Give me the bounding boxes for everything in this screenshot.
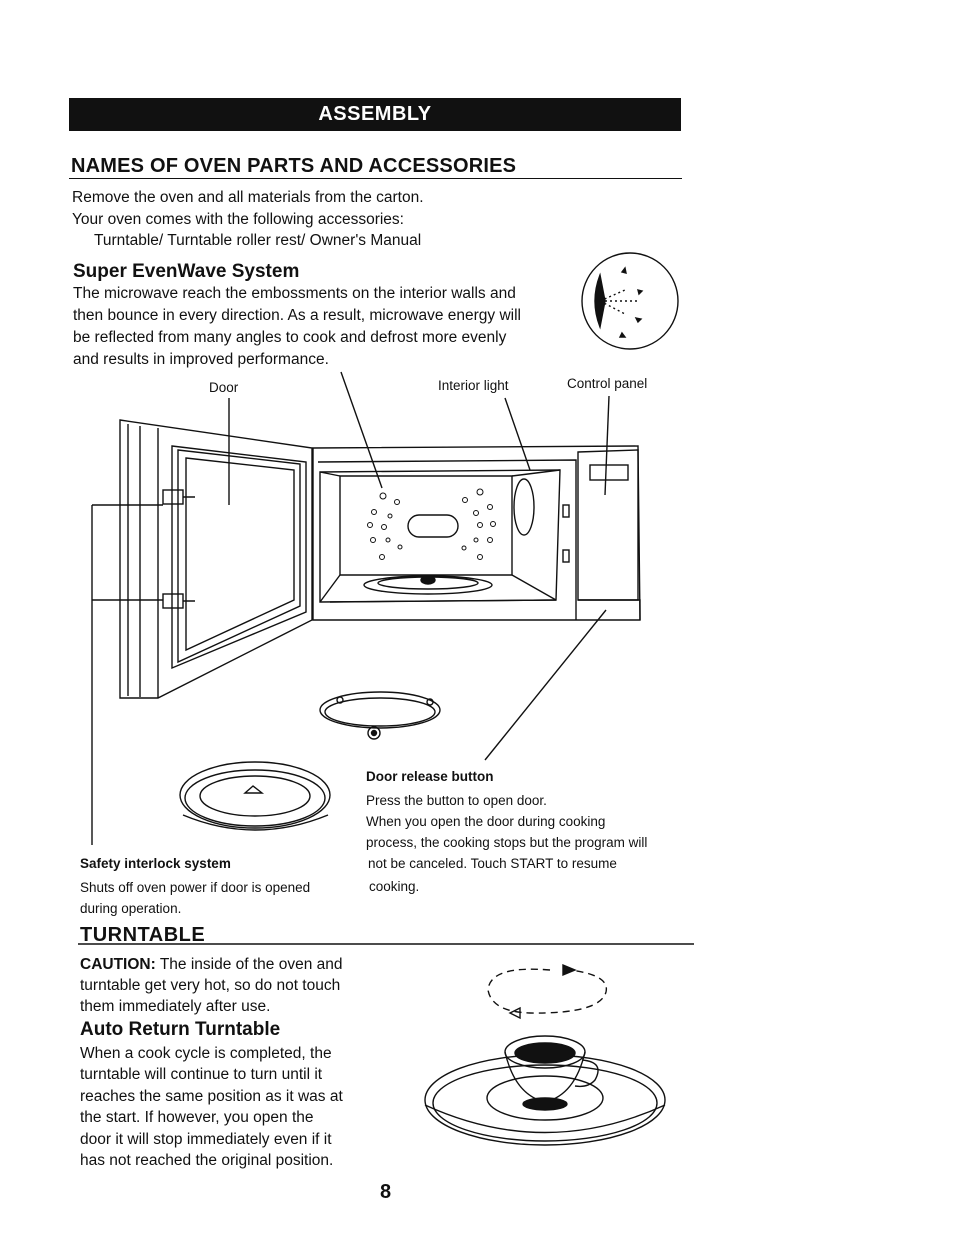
auto-return-line-2: turntable will continue to turn until it: [80, 1066, 323, 1083]
intro-line-1: Remove the oven and all materials from t…: [72, 189, 424, 206]
door-label: Door: [209, 380, 239, 395]
evenwave-icon: [581, 252, 679, 350]
safety-interlock-line-2: during operation.: [80, 901, 182, 916]
evenwave-line-3: be reflected from many angles to cook an…: [73, 329, 507, 346]
door-release-line-3: process, the cooking stops but the progr…: [366, 835, 648, 850]
oven-body: [312, 445, 641, 621]
roller-rest: [319, 691, 441, 740]
caution-line-1: CAUTION: The inside of the oven and: [80, 954, 343, 976]
caution-label: CAUTION:: [80, 956, 156, 973]
evenwave-title: Super EvenWave System: [73, 261, 300, 282]
page-number: 8: [380, 1181, 392, 1203]
evenwave-line-1: The microwave reach the embossments on t…: [73, 285, 516, 302]
auto-return-line-5: door it will stop immediately even if it: [80, 1131, 332, 1148]
door-release-line-2: When you open the door during cooking: [366, 814, 606, 829]
caution-first-text: The inside of the oven and: [159, 956, 343, 973]
auto-return-title: Auto Return Turntable: [80, 1019, 281, 1040]
auto-return-line-3: reaches the same position as it was at: [80, 1088, 343, 1105]
safety-interlock-title: Safety interlock system: [80, 856, 231, 871]
evenwave-line-2: then bounce in every direction. As a res…: [73, 307, 521, 324]
interior-light-label: Interior light: [438, 378, 509, 393]
auto-return-line-4: the start. If however, you open the: [80, 1109, 314, 1126]
oven-door: [119, 419, 313, 699]
door-release-line-4: not be canceled. Touch START to resume: [368, 856, 617, 871]
rotation-arrow-icon: [487, 963, 608, 1020]
safety-interlock-line-1: Shuts off oven power if door is opened: [80, 880, 311, 895]
auto-return-line-1: When a cook cycle is completed, the: [80, 1045, 332, 1062]
intro-line-2: Your oven comes with the following acces…: [72, 211, 404, 228]
section-banner: ASSEMBLY: [69, 98, 681, 131]
turntable-title: TURNTABLE: [80, 924, 206, 946]
control-panel-label: Control panel: [567, 376, 648, 391]
auto-return-line-6: has not reached the original position.: [80, 1152, 334, 1169]
title-underline: [69, 178, 682, 179]
accessories-list: Turntable/ Turntable roller rest/ Owner'…: [94, 232, 422, 249]
caution-line-3: them immediately after use.: [80, 998, 271, 1015]
glass-tray: [179, 761, 331, 831]
door-release-line-5: cooking.: [369, 879, 420, 894]
evenwave-line-4: and results in improved performance.: [73, 351, 329, 368]
names-section-title: NAMES OF OVEN PARTS AND ACCESSORIES: [71, 155, 517, 177]
door-release-title: Door release button: [366, 769, 494, 784]
cup-on-turntable: [424, 1035, 666, 1146]
caution-line-2: turntable get very hot, so do not touch: [80, 977, 341, 994]
door-release-line-1: Press the button to open door.: [366, 793, 547, 808]
